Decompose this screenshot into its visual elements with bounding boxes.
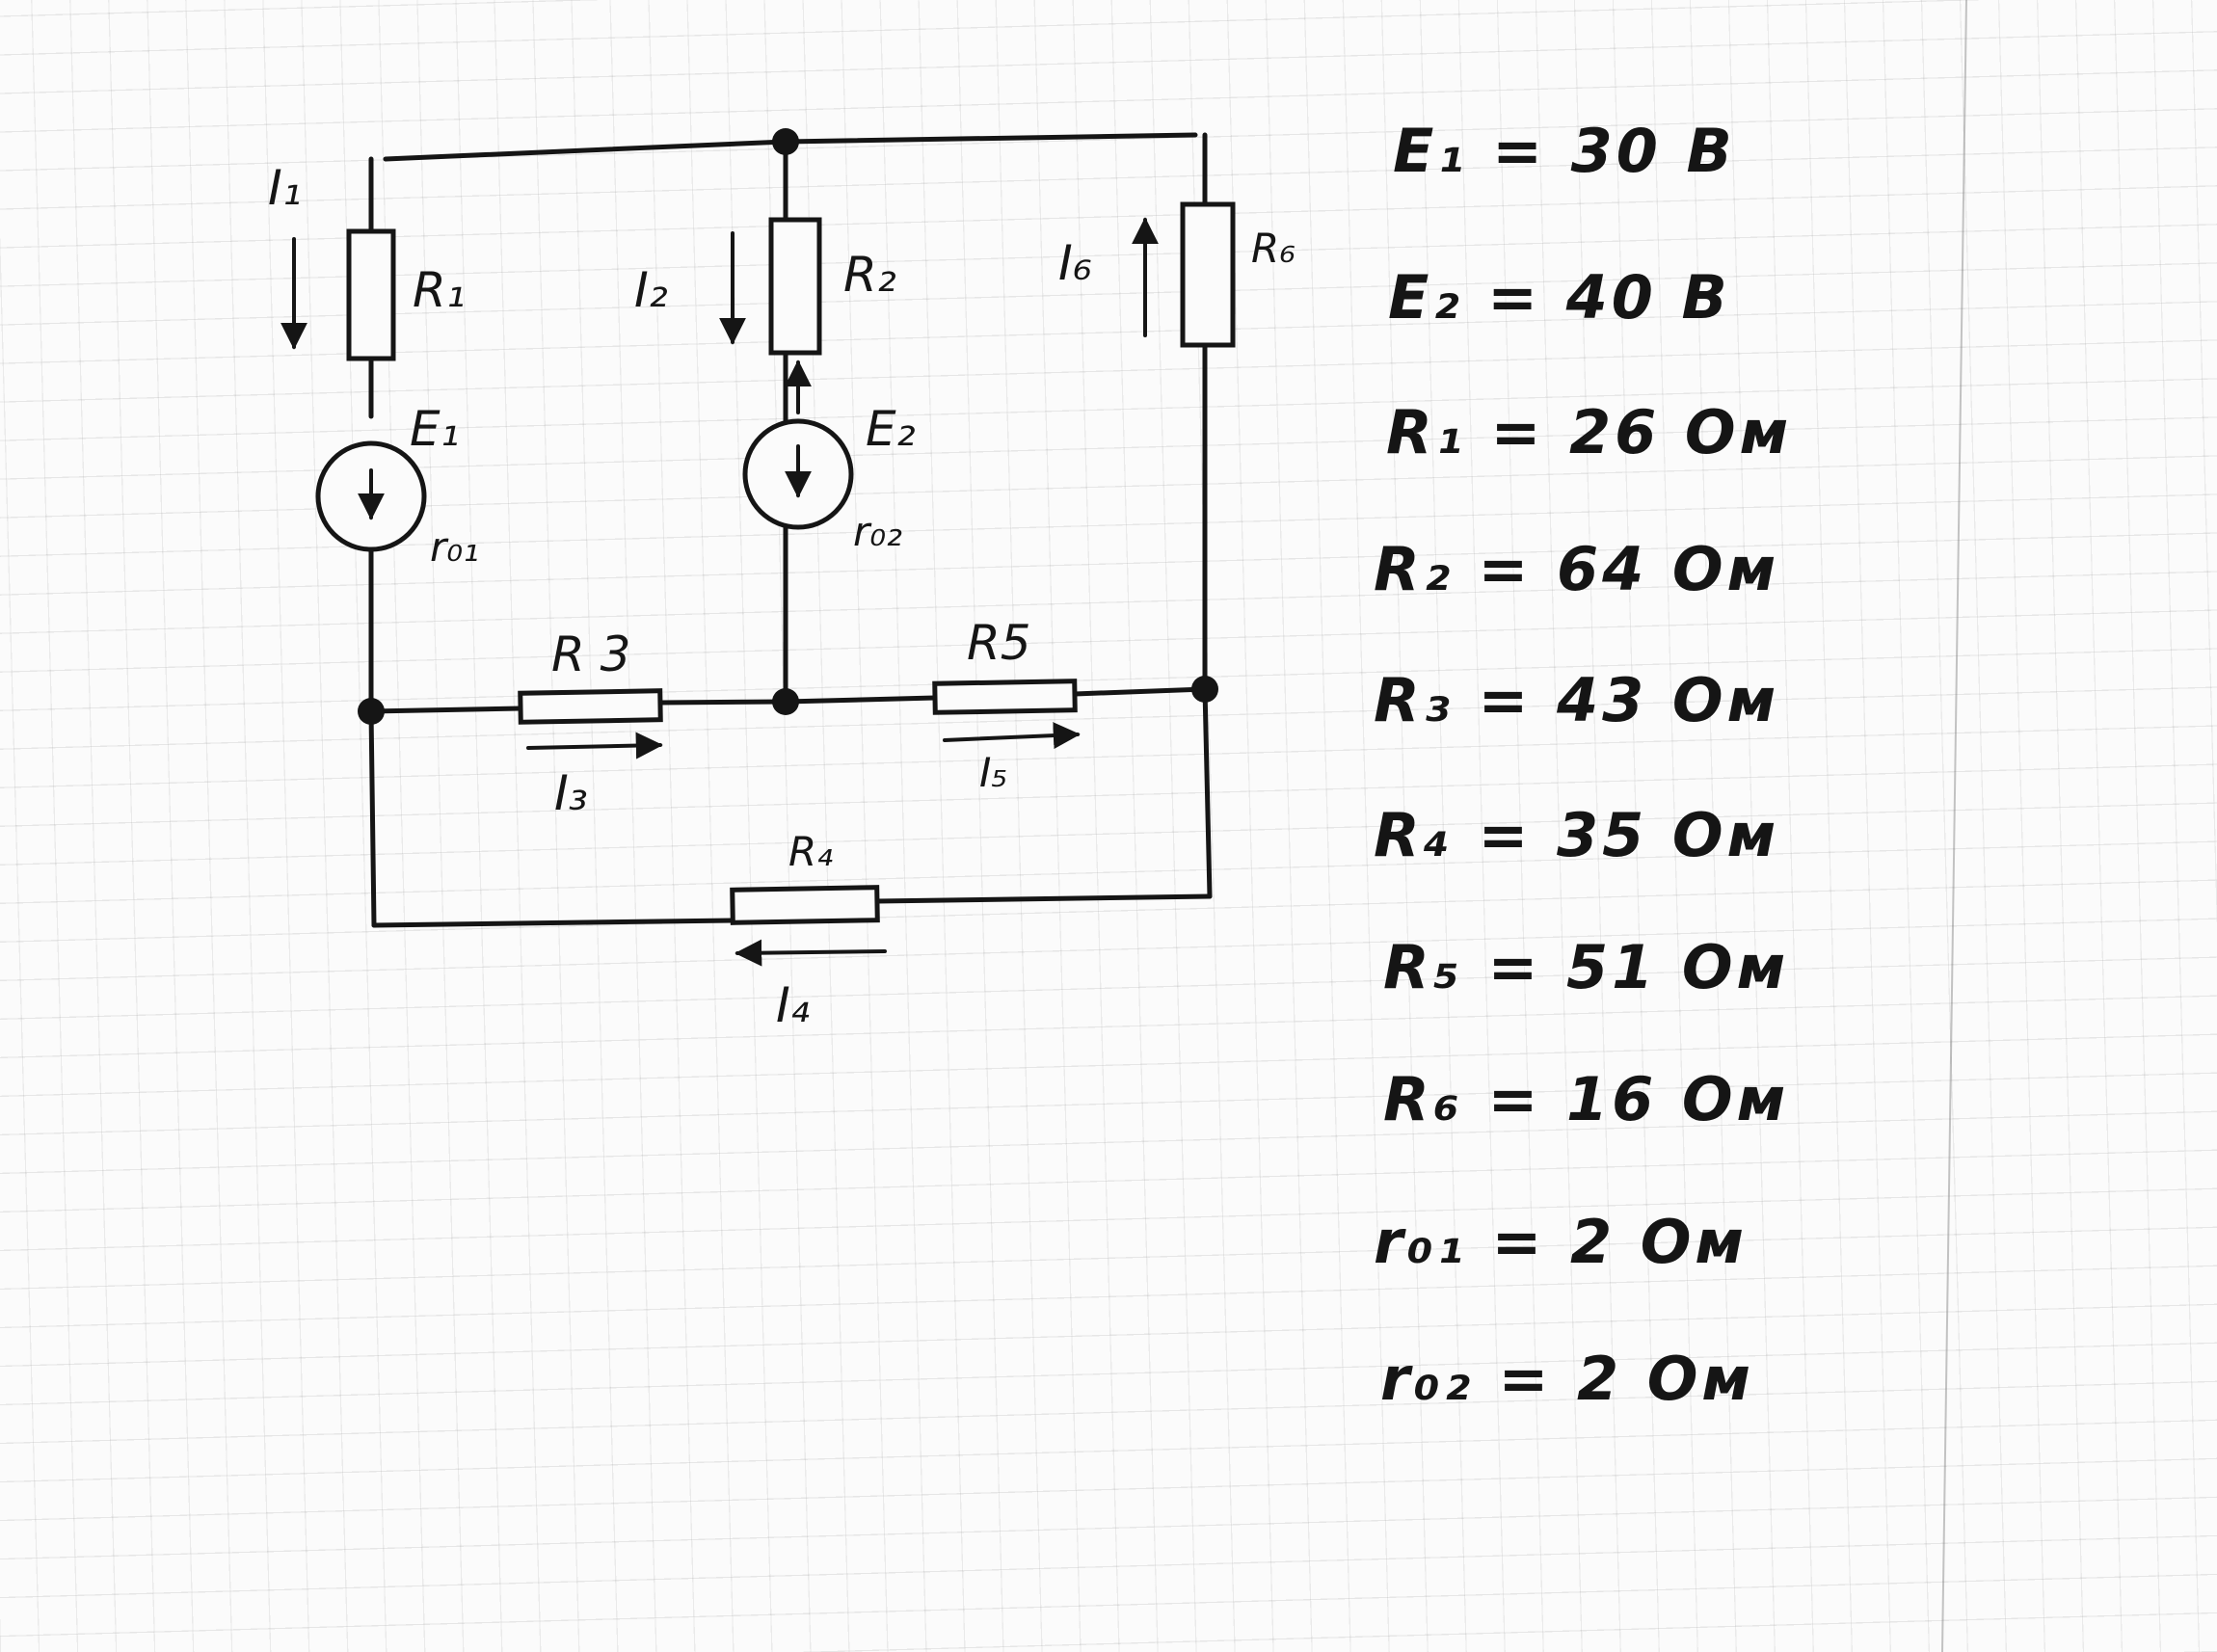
current-arrow-i4 xyxy=(735,939,887,967)
label-r2: R₂ xyxy=(843,247,896,303)
resistor-r1 xyxy=(346,228,396,361)
param-r1: R₁ = 26 Ом xyxy=(1386,397,1792,467)
resistor-r5 xyxy=(932,679,1078,715)
source-e2 xyxy=(742,418,854,530)
resistor-r4 xyxy=(730,885,880,925)
resistor-r3 xyxy=(518,688,663,725)
param-r4: R₄ = 35 Ом xyxy=(1374,800,1779,870)
wire-left-bottom xyxy=(368,708,377,928)
param-r01: r₀₁ = 2 Ом xyxy=(1374,1207,1748,1277)
param-e2: E₂ = 40 B xyxy=(1388,262,1731,333)
node-right xyxy=(1191,676,1218,703)
wire-right-bottom xyxy=(1202,686,1213,899)
label-i2: I₂ xyxy=(634,262,668,318)
label-i6: I₆ xyxy=(1058,235,1092,291)
current-arrow-i5 xyxy=(943,722,1081,750)
node-left xyxy=(358,698,385,725)
label-i3: I₃ xyxy=(554,765,588,821)
node-top xyxy=(772,128,799,155)
label-r5: R5 xyxy=(967,615,1031,671)
label-i4: I₄ xyxy=(776,977,810,1033)
node-middle xyxy=(772,688,799,715)
label-r3: R 3 xyxy=(551,626,630,682)
label-r02: r₀₂ xyxy=(853,508,902,555)
resistor-r6 xyxy=(1180,201,1236,348)
resistor-r2 xyxy=(768,217,822,356)
wire-bottom-left xyxy=(371,918,735,928)
param-r2: R₂ = 64 Ом xyxy=(1374,534,1779,604)
label-r01: r₀₁ xyxy=(430,523,479,571)
label-e1: E₁ xyxy=(410,401,460,457)
label-e2: E₂ xyxy=(866,401,916,457)
param-e1: E₁ = 30 B xyxy=(1393,116,1736,186)
wire-bottom-right xyxy=(874,893,1213,904)
page-margin-line xyxy=(1941,0,1967,1652)
label-r1: R₁ xyxy=(413,262,466,318)
label-i5: I₅ xyxy=(979,749,1007,796)
wire-mid-left xyxy=(368,706,523,714)
label-i1: I₁ xyxy=(268,160,302,216)
param-r02: r₀₂ = 2 Ом xyxy=(1380,1344,1754,1414)
parameter-list: E₁ = 30 B E₂ = 40 B R₁ = 26 Ом R₂ = 64 О… xyxy=(1374,116,1792,1414)
current-arrow-i3 xyxy=(526,732,663,759)
label-r6: R₆ xyxy=(1251,225,1295,272)
source-e1 xyxy=(315,440,427,552)
param-r3: R₃ = 43 Ом xyxy=(1374,665,1779,735)
param-r6: R₆ = 16 Ом xyxy=(1383,1064,1789,1134)
param-r5: R₅ = 51 Ом xyxy=(1383,932,1789,1002)
wire-mid-right xyxy=(1072,686,1208,697)
label-r4: R₄ xyxy=(788,828,833,875)
